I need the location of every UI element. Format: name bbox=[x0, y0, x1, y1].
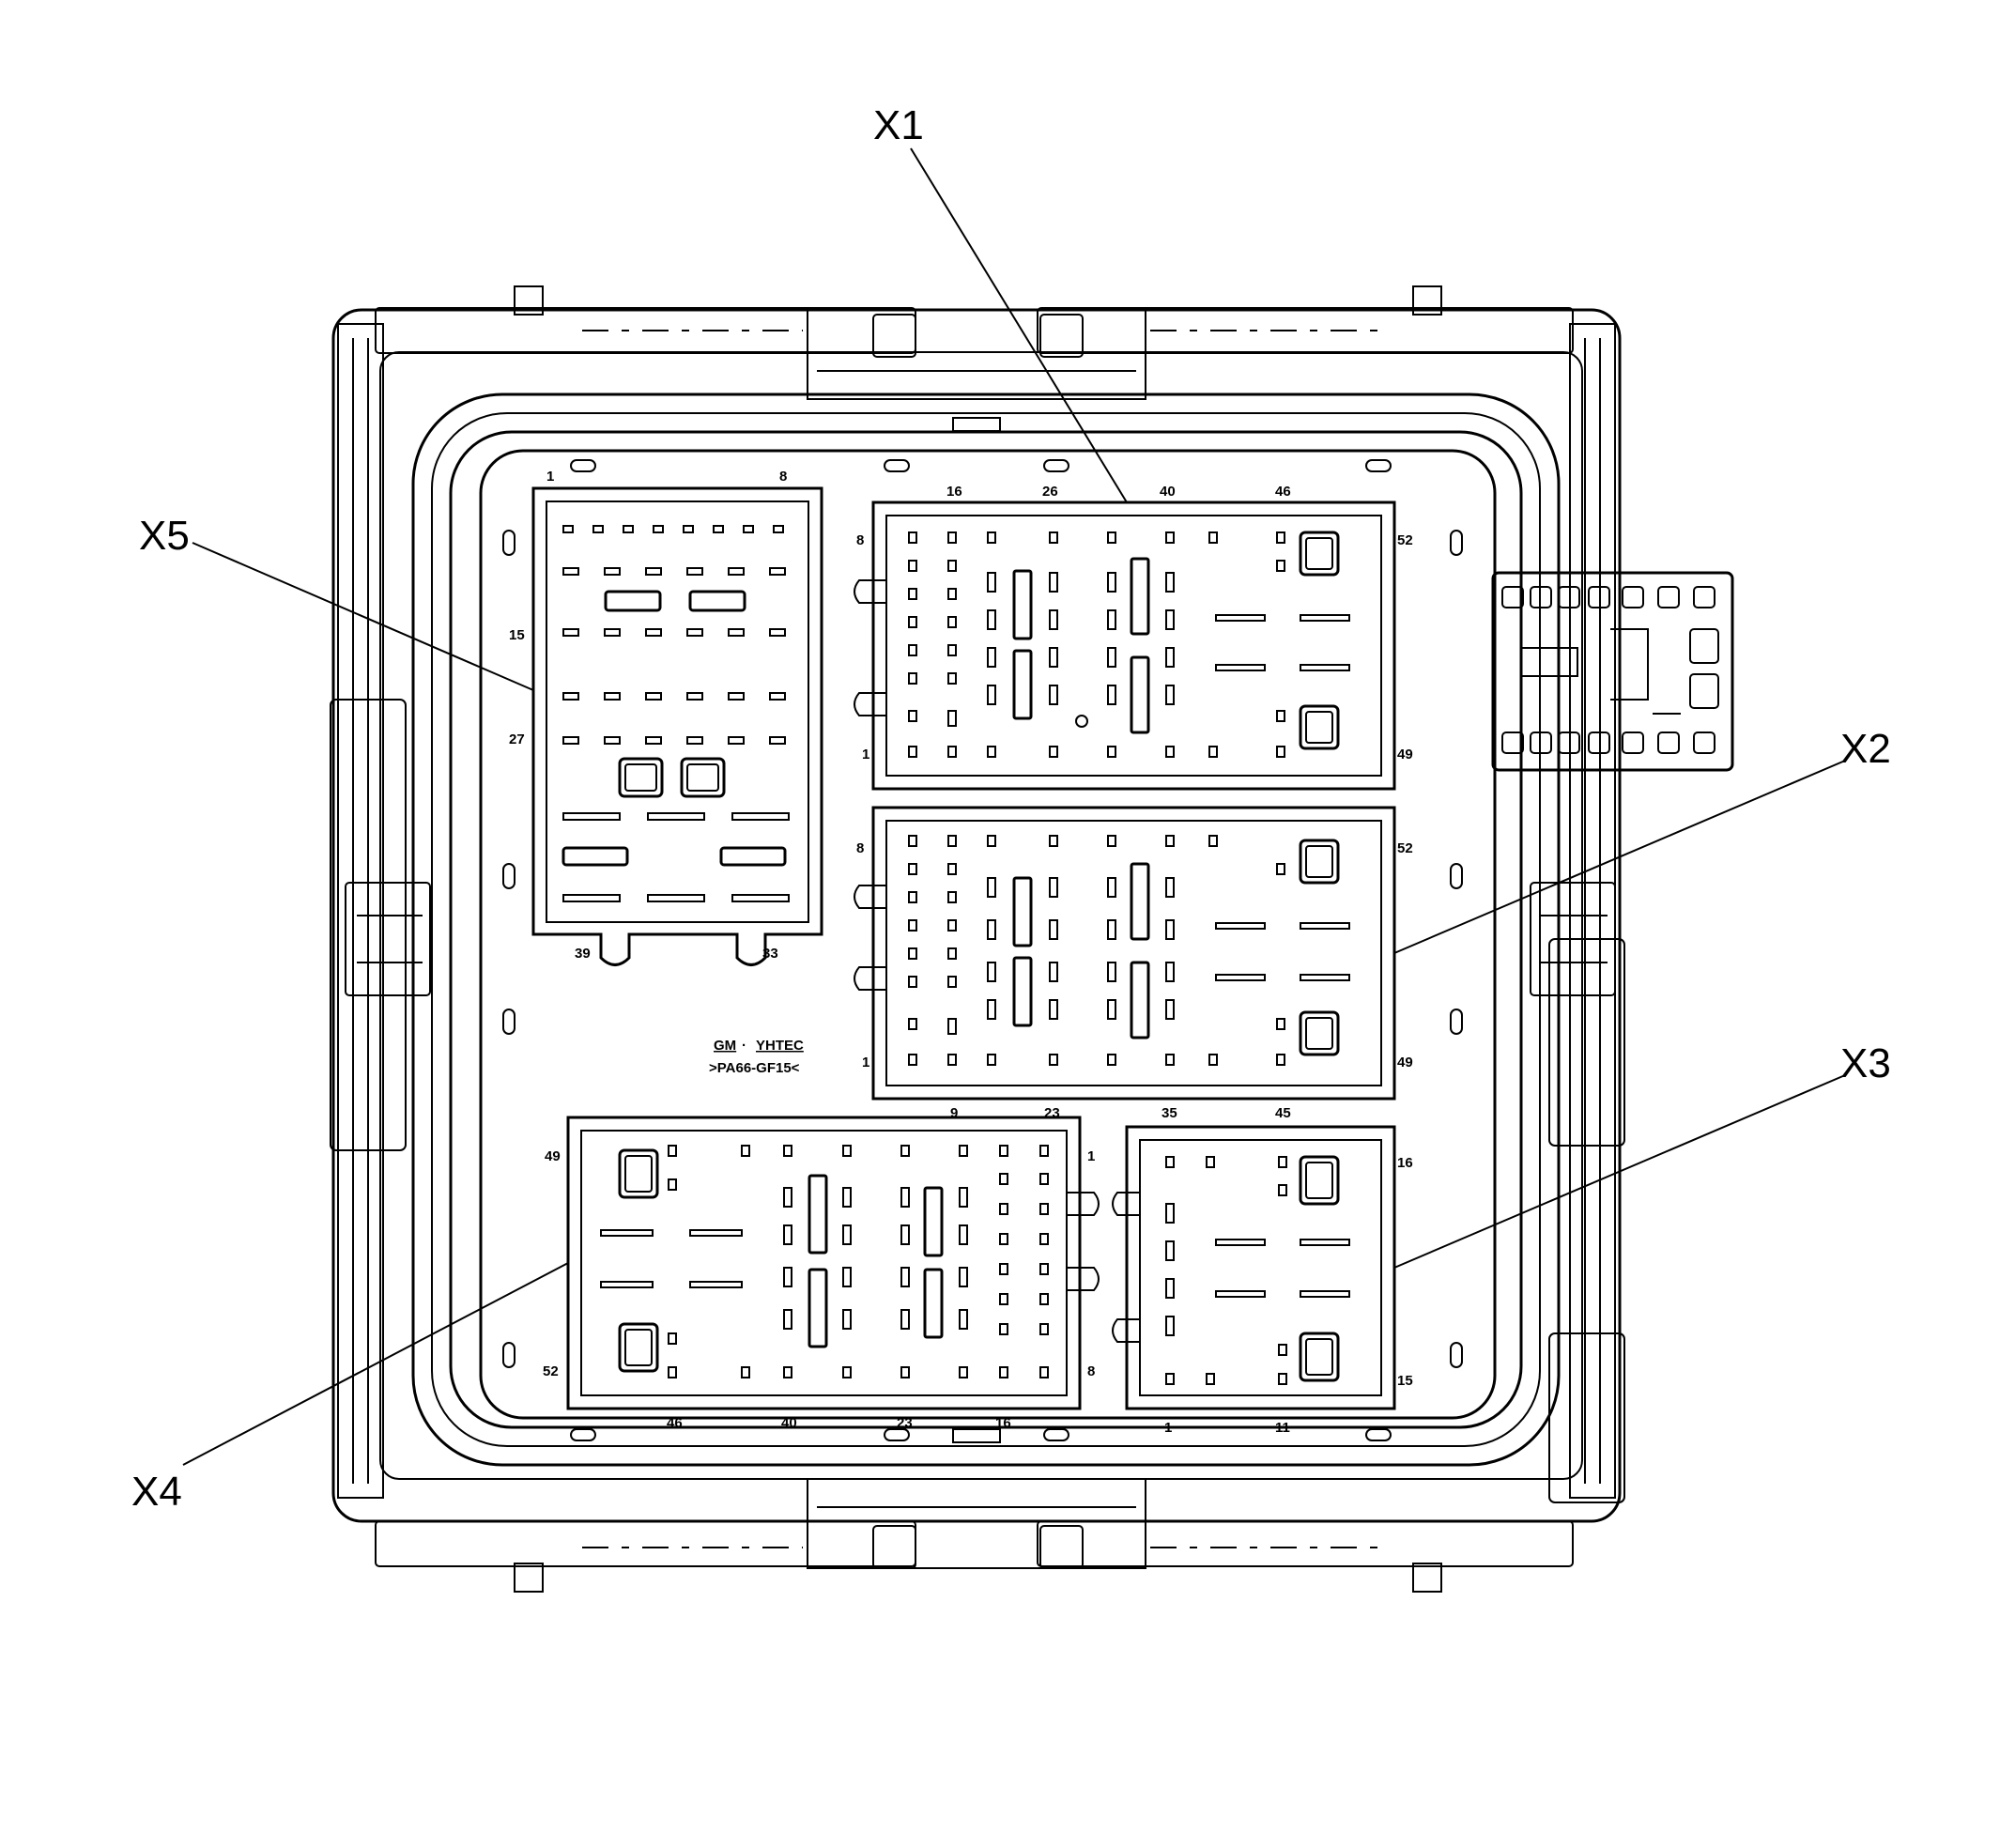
bracket-slots-top bbox=[1501, 586, 1715, 608]
connector-x3: 16 15 1 11 bbox=[1112, 1125, 1413, 1436]
left-rail bbox=[337, 323, 384, 1499]
callout-x2: X2 bbox=[1840, 726, 1891, 772]
x4-pin-label-1: 1 bbox=[1087, 1148, 1095, 1164]
x4-pin-label-23: 23 bbox=[897, 1415, 913, 1431]
x4-pin-label-8: 8 bbox=[1087, 1363, 1095, 1379]
connector-x4: 49 52 1 8 46 40 23 16 bbox=[543, 1116, 1100, 1431]
x1-pin-holes bbox=[908, 531, 1350, 758]
housing-marking: GM · YHTEC >PA66-GF15< bbox=[709, 1038, 804, 1076]
x2-pin-label-9: 9 bbox=[950, 1105, 958, 1121]
leader-x1 bbox=[910, 147, 1128, 503]
x4-pin-label-16: 16 bbox=[995, 1415, 1011, 1431]
leader-x4 bbox=[182, 1262, 569, 1466]
x2-pin-label-49: 49 bbox=[1397, 1055, 1413, 1070]
x2-pin-label-45: 45 bbox=[1275, 1105, 1291, 1121]
x1-pin-label-40: 40 bbox=[1160, 484, 1176, 500]
housing-face bbox=[479, 449, 1497, 1420]
right-clip-1 bbox=[1548, 938, 1625, 1147]
leader-x5 bbox=[192, 542, 534, 691]
x2-pin-label-8: 8 bbox=[856, 840, 864, 856]
marking-brand-right: YHTEC bbox=[756, 1038, 804, 1054]
x5-pin-label-27: 27 bbox=[509, 732, 525, 747]
x1-pin-label-16: 16 bbox=[946, 484, 962, 500]
housing-frame bbox=[379, 351, 1583, 1480]
left-clip-1 bbox=[330, 699, 407, 1151]
x1-pin-label-26: 26 bbox=[1042, 484, 1058, 500]
x1-pin-label-1: 1 bbox=[862, 747, 869, 762]
x5-pin-holes bbox=[562, 525, 790, 902]
marking-material: >PA66-GF15< bbox=[709, 1060, 800, 1076]
leader-lines bbox=[182, 147, 1846, 1466]
housing bbox=[330, 285, 1625, 1593]
callout-x3: X3 bbox=[1840, 1040, 1891, 1086]
bottom-latch-right bbox=[1037, 1520, 1574, 1567]
leader-x3 bbox=[1393, 1074, 1846, 1269]
marking-brand-left: GM bbox=[714, 1038, 736, 1054]
x3-pin-holes bbox=[1165, 1155, 1350, 1385]
callout-x5: X5 bbox=[139, 513, 190, 559]
bottom-latch-left bbox=[375, 1520, 916, 1567]
right-rail bbox=[1569, 323, 1616, 1499]
x4-pin-label-46: 46 bbox=[667, 1415, 683, 1431]
x3-pin-label-11: 11 bbox=[1275, 1420, 1290, 1436]
x4-pin-label-49: 49 bbox=[545, 1148, 561, 1164]
x5-pin-label-39: 39 bbox=[575, 946, 591, 962]
bracket-slots-bottom bbox=[1501, 732, 1715, 754]
x4-pin-label-40: 40 bbox=[781, 1415, 797, 1431]
x1-pin-label-8: 8 bbox=[856, 532, 864, 548]
connector-x1: 16 26 40 46 8 1 52 49 bbox=[854, 484, 1413, 791]
housing-inner-wall bbox=[449, 430, 1523, 1429]
marking-brand-separator: · bbox=[742, 1038, 746, 1054]
x5-pin-label-8: 8 bbox=[779, 469, 787, 485]
connector-x5: 1 8 15 27 39 33 bbox=[509, 469, 823, 966]
x4-pin-label-52: 52 bbox=[543, 1363, 559, 1379]
bracket-plate bbox=[1491, 571, 1734, 772]
mount-holes bbox=[502, 459, 1463, 1441]
x3-pin-label-1: 1 bbox=[1164, 1420, 1172, 1436]
housing-seal-outer bbox=[411, 393, 1561, 1467]
x3-pin-label-16: 16 bbox=[1397, 1155, 1413, 1171]
x2-pin-label-1: 1 bbox=[862, 1055, 869, 1070]
connector-x2: 8 1 52 49 9 23 35 45 bbox=[854, 806, 1413, 1121]
x2-pin-label-35: 35 bbox=[1162, 1105, 1177, 1121]
x4-pin-holes bbox=[600, 1145, 1049, 1378]
x1-pin-label-46: 46 bbox=[1275, 484, 1291, 500]
callout-x4: X4 bbox=[131, 1469, 182, 1515]
x1-pin-label-52: 52 bbox=[1397, 532, 1413, 548]
left-clip-2 bbox=[345, 882, 431, 996]
x1-pin-label-49: 49 bbox=[1397, 747, 1413, 762]
mounting-bracket bbox=[1491, 571, 1734, 772]
x2-pin-label-52: 52 bbox=[1397, 840, 1413, 856]
right-clip-3 bbox=[1548, 1332, 1625, 1503]
housing-seal-inner bbox=[431, 412, 1541, 1447]
leader-x2 bbox=[1393, 760, 1846, 954]
x2-pin-holes bbox=[908, 835, 1350, 1066]
x3-pin-label-15: 15 bbox=[1397, 1373, 1413, 1389]
right-clip-2 bbox=[1530, 882, 1616, 996]
x5-pin-label-15: 15 bbox=[509, 627, 525, 643]
x5-pin-label-33: 33 bbox=[762, 946, 778, 962]
x5-pin-label-1: 1 bbox=[546, 469, 554, 485]
top-latch-right bbox=[1037, 307, 1574, 354]
callout-x1: X1 bbox=[873, 102, 924, 148]
housing-outer bbox=[331, 308, 1622, 1523]
